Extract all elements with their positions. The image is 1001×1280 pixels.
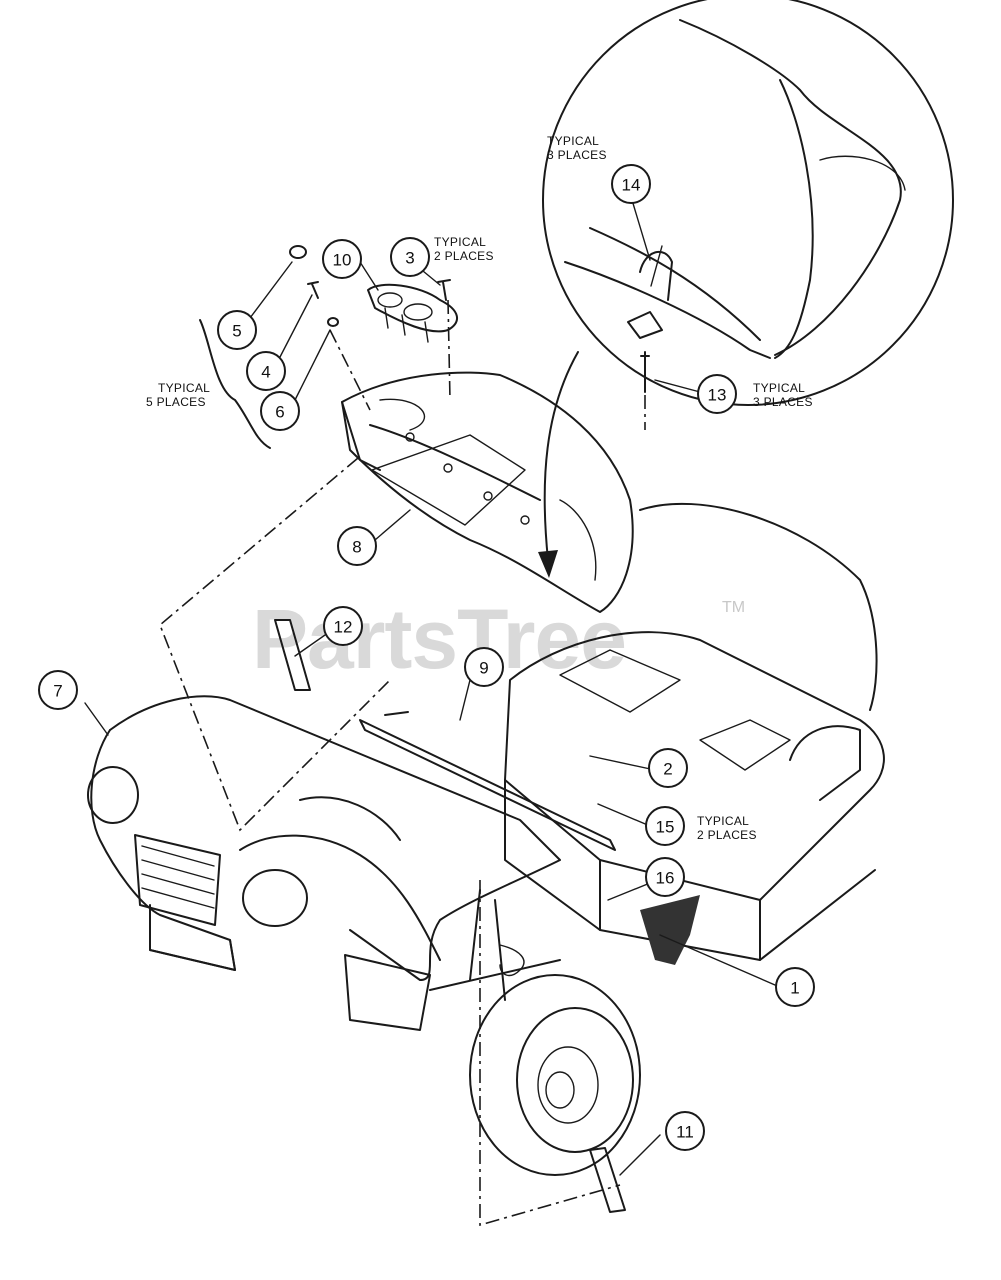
callout-circle bbox=[697, 374, 737, 414]
note-typical-5: TYPICAL 5 PLACES bbox=[146, 381, 213, 409]
note-typical-3: TYPICAL 2 PLACES bbox=[434, 235, 494, 263]
callout-number: 11 bbox=[676, 1123, 694, 1142]
callout-16: 16 bbox=[645, 857, 685, 897]
callout-5: 5 bbox=[217, 310, 257, 350]
trim-part-12 bbox=[274, 619, 311, 691]
callout-circle bbox=[246, 351, 286, 391]
cowl-part-8 bbox=[341, 371, 634, 613]
callout-11: 11 bbox=[665, 1111, 705, 1151]
callout-9: 9 bbox=[464, 647, 504, 687]
cap-part-5 bbox=[289, 245, 307, 259]
watermark-trademark: TM bbox=[722, 599, 745, 616]
callout-8: 8 bbox=[337, 526, 377, 566]
callout-circle bbox=[645, 806, 685, 846]
note-typical-13: TYPICAL 3 PLACES bbox=[753, 381, 813, 409]
note-typical-14: TYPICAL 3 PLACES bbox=[547, 134, 607, 162]
callout-7: 7 bbox=[38, 670, 78, 710]
callout-circle bbox=[390, 237, 430, 277]
callout-number: 5 bbox=[232, 322, 241, 341]
callout-number: 9 bbox=[479, 659, 488, 678]
callout-number: 12 bbox=[334, 618, 353, 637]
callout-15: 15 bbox=[645, 806, 685, 846]
callout-10: 10 bbox=[322, 239, 362, 279]
detail-inset bbox=[542, 0, 954, 406]
callout-13: 13 bbox=[697, 374, 737, 414]
callout-number: 16 bbox=[656, 869, 675, 888]
decal-part-1 bbox=[640, 895, 700, 965]
front-wheel bbox=[469, 974, 641, 1176]
bar-part-9 bbox=[359, 719, 616, 851]
callout-circle bbox=[648, 748, 688, 788]
screw-part-3 bbox=[437, 279, 451, 301]
callout-circle bbox=[260, 391, 300, 431]
trim-part-11 bbox=[589, 1147, 626, 1213]
front-body-part-7 bbox=[87, 695, 561, 981]
callout-number: 2 bbox=[663, 760, 672, 779]
callout-number: 3 bbox=[405, 249, 414, 268]
callout-circle bbox=[775, 967, 815, 1007]
callout-2: 2 bbox=[648, 748, 688, 788]
callout-1: 1 bbox=[775, 967, 815, 1007]
callout-circle bbox=[665, 1111, 705, 1151]
callout-number: 13 bbox=[708, 386, 727, 405]
cup-holder-part-10 bbox=[367, 283, 458, 343]
callout-number: 1 bbox=[790, 979, 799, 998]
bolt-part-4 bbox=[307, 281, 319, 299]
watermark-text: PartsTree bbox=[252, 592, 626, 686]
callout-6: 6 bbox=[260, 391, 300, 431]
callout-12: 12 bbox=[323, 606, 363, 646]
callout-circle bbox=[323, 606, 363, 646]
callout-circle bbox=[645, 857, 685, 897]
callout-3: 3 bbox=[390, 237, 430, 277]
callout-number: 10 bbox=[333, 251, 352, 270]
callout-circle bbox=[611, 164, 651, 204]
washer-part-6 bbox=[327, 317, 339, 327]
callout-circle bbox=[337, 526, 377, 566]
callout-circle bbox=[322, 239, 362, 279]
callout-number: 8 bbox=[352, 538, 361, 557]
callout-number: 7 bbox=[53, 682, 62, 701]
callout-number: 15 bbox=[656, 818, 675, 837]
callout-number: 4 bbox=[261, 363, 270, 382]
callout-circle bbox=[38, 670, 78, 710]
callout-number: 14 bbox=[622, 176, 641, 195]
seat-area bbox=[504, 502, 885, 961]
callout-number: 6 bbox=[275, 403, 284, 422]
note-typical-15: TYPICAL 2 PLACES bbox=[697, 814, 757, 842]
callout-circle bbox=[464, 647, 504, 687]
callout-circle bbox=[217, 310, 257, 350]
callout-14: 14 bbox=[611, 164, 651, 204]
callout-4: 4 bbox=[246, 351, 286, 391]
